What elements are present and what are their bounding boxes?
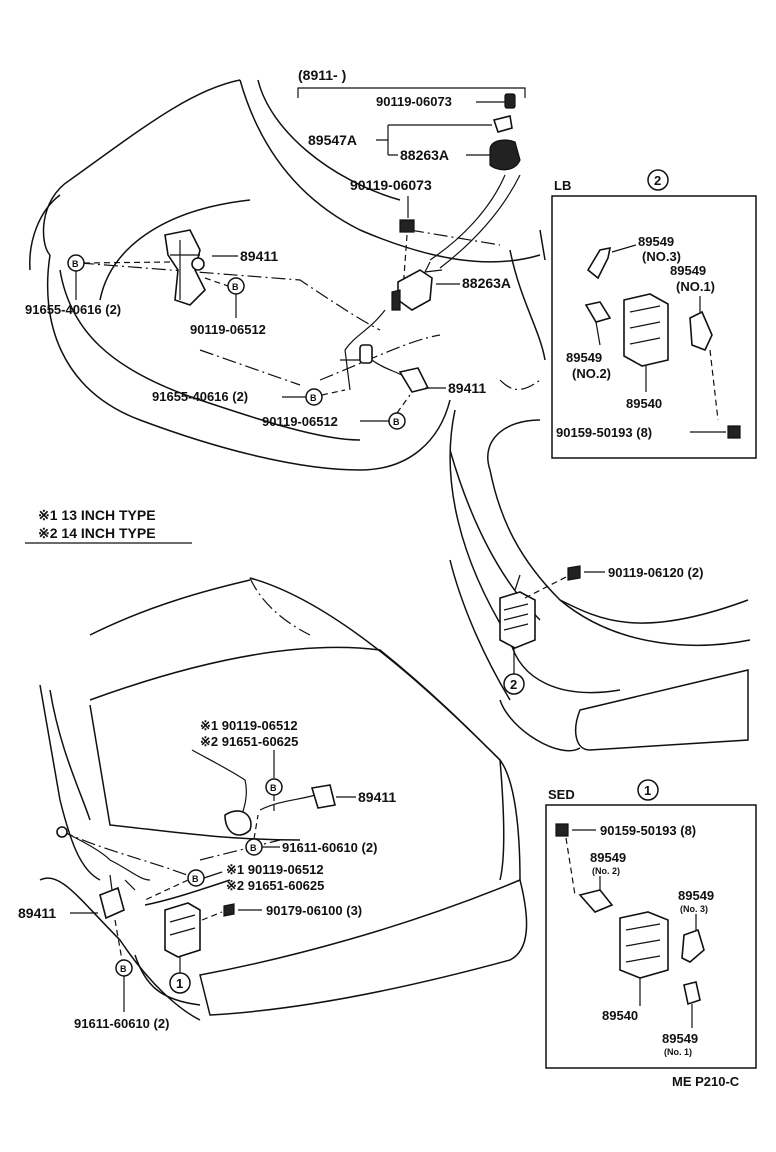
part-90179-06100: 90179-06100 (3) xyxy=(266,903,362,918)
part-89547A: 89547A xyxy=(308,132,357,148)
sed-title: SED xyxy=(548,787,575,802)
sed-no1: (No. 1) xyxy=(664,1047,692,1057)
lower-parts: ※1 90119-06512 ※2 91651-60625 B 89411 B … xyxy=(18,718,396,1031)
circle-B-5: B xyxy=(270,783,277,793)
s1-90119-06512-upper: ※1 90119-06512 xyxy=(200,718,298,733)
part-91611-60610-upper: 91611-60610 (2) xyxy=(282,840,377,855)
circle-B-3: B xyxy=(310,393,317,403)
circle-B-1: B xyxy=(72,259,79,269)
part-88263A-top: 88263A xyxy=(400,147,449,163)
sed-no2: (No. 2) xyxy=(592,866,620,876)
circle-B-6: B xyxy=(250,843,257,853)
s2-91651-60625-lower: ※2 91651-60625 xyxy=(226,878,324,893)
legend-13-inch: ※1 13 INCH TYPE xyxy=(38,507,156,523)
lb-89540: 89540 xyxy=(626,396,662,411)
sed-89549-no2: 89549 xyxy=(590,850,626,865)
part-89411-upper-left: 89411 xyxy=(240,248,278,264)
s1-90119-06512-lower: ※1 90119-06512 xyxy=(226,862,324,877)
ecu-lb-installed: 90119-06120 (2) 2 xyxy=(499,565,703,695)
sed-inset: SED 1 90159-50193 (8) 89549 (No. 2) 8954… xyxy=(545,779,757,1069)
lb-no3: (NO.3) xyxy=(642,249,681,264)
circle-B-7: B xyxy=(192,874,199,884)
part-88263A-mid: 88263A xyxy=(462,275,511,291)
sed-89540: 89540 xyxy=(602,1008,638,1023)
lb-title: LB xyxy=(554,178,571,193)
sed-circle-1: 1 xyxy=(644,783,651,798)
sed-90159-50193: 90159-50193 (8) xyxy=(600,823,696,838)
lb-89549-no1: 89549 xyxy=(670,263,706,278)
part-89411-lower-left: 89411 xyxy=(18,905,56,921)
circle-2-installed: 2 xyxy=(510,677,517,692)
part-90119-06073-mid: 90119-06073 xyxy=(350,177,432,193)
circle-B-2: B xyxy=(232,282,239,292)
lb-90159-50193: 90159-50193 (8) xyxy=(556,425,652,440)
lb-inset: LB 2 89549 (NO.3) 89549 (NO.1) 89549 (NO… xyxy=(551,169,757,459)
legend: ※1 13 INCH TYPE ※2 14 INCH TYPE xyxy=(25,507,192,544)
part-90119-06512-mid: 90119-06512 xyxy=(262,414,338,429)
lb-89549-no2: 89549 xyxy=(566,350,602,365)
circle-B-8: B xyxy=(120,964,127,974)
sed-89549-no1: 89549 xyxy=(662,1031,698,1046)
part-91611-60610-lower: 91611-60610 (2) xyxy=(74,1016,169,1031)
part-89411-upper-right: 89411 xyxy=(448,380,486,396)
circle-1-installed: 1 xyxy=(176,976,183,991)
upper-parts: (8911- ) 90119-06073 89547A 88263A 90119… xyxy=(25,67,526,430)
part-90119-06120: 90119-06120 (2) xyxy=(608,565,703,580)
lb-no2: (NO.2) xyxy=(572,366,611,381)
part-91655-40616-mid: 91655-40616 (2) xyxy=(152,389,248,404)
circle-B-4: B xyxy=(393,417,400,427)
part-91655-40616-top: 91655-40616 (2) xyxy=(25,302,121,317)
legend-14-inch: ※2 14 INCH TYPE xyxy=(38,525,156,541)
sed-no3: (No. 3) xyxy=(680,904,708,914)
lb-no1: (NO.1) xyxy=(676,279,715,294)
lb-circle-2: 2 xyxy=(654,173,661,188)
range-label: (8911- ) xyxy=(298,67,346,83)
part-90119-06512-top: 90119-06512 xyxy=(190,322,266,337)
sed-89549-no3: 89549 xyxy=(678,888,714,903)
lb-89549-no3: 89549 xyxy=(638,234,674,249)
lower-vehicle-outline xyxy=(39,577,528,1021)
s2-91651-60625-upper: ※2 91651-60625 xyxy=(200,734,298,749)
upper-vehicle-outline xyxy=(29,79,751,752)
diagram-code: ME P210-C xyxy=(672,1074,740,1089)
part-89411-lower-right: 89411 xyxy=(358,789,396,805)
part-90119-06073-top: 90119-06073 xyxy=(376,94,452,109)
